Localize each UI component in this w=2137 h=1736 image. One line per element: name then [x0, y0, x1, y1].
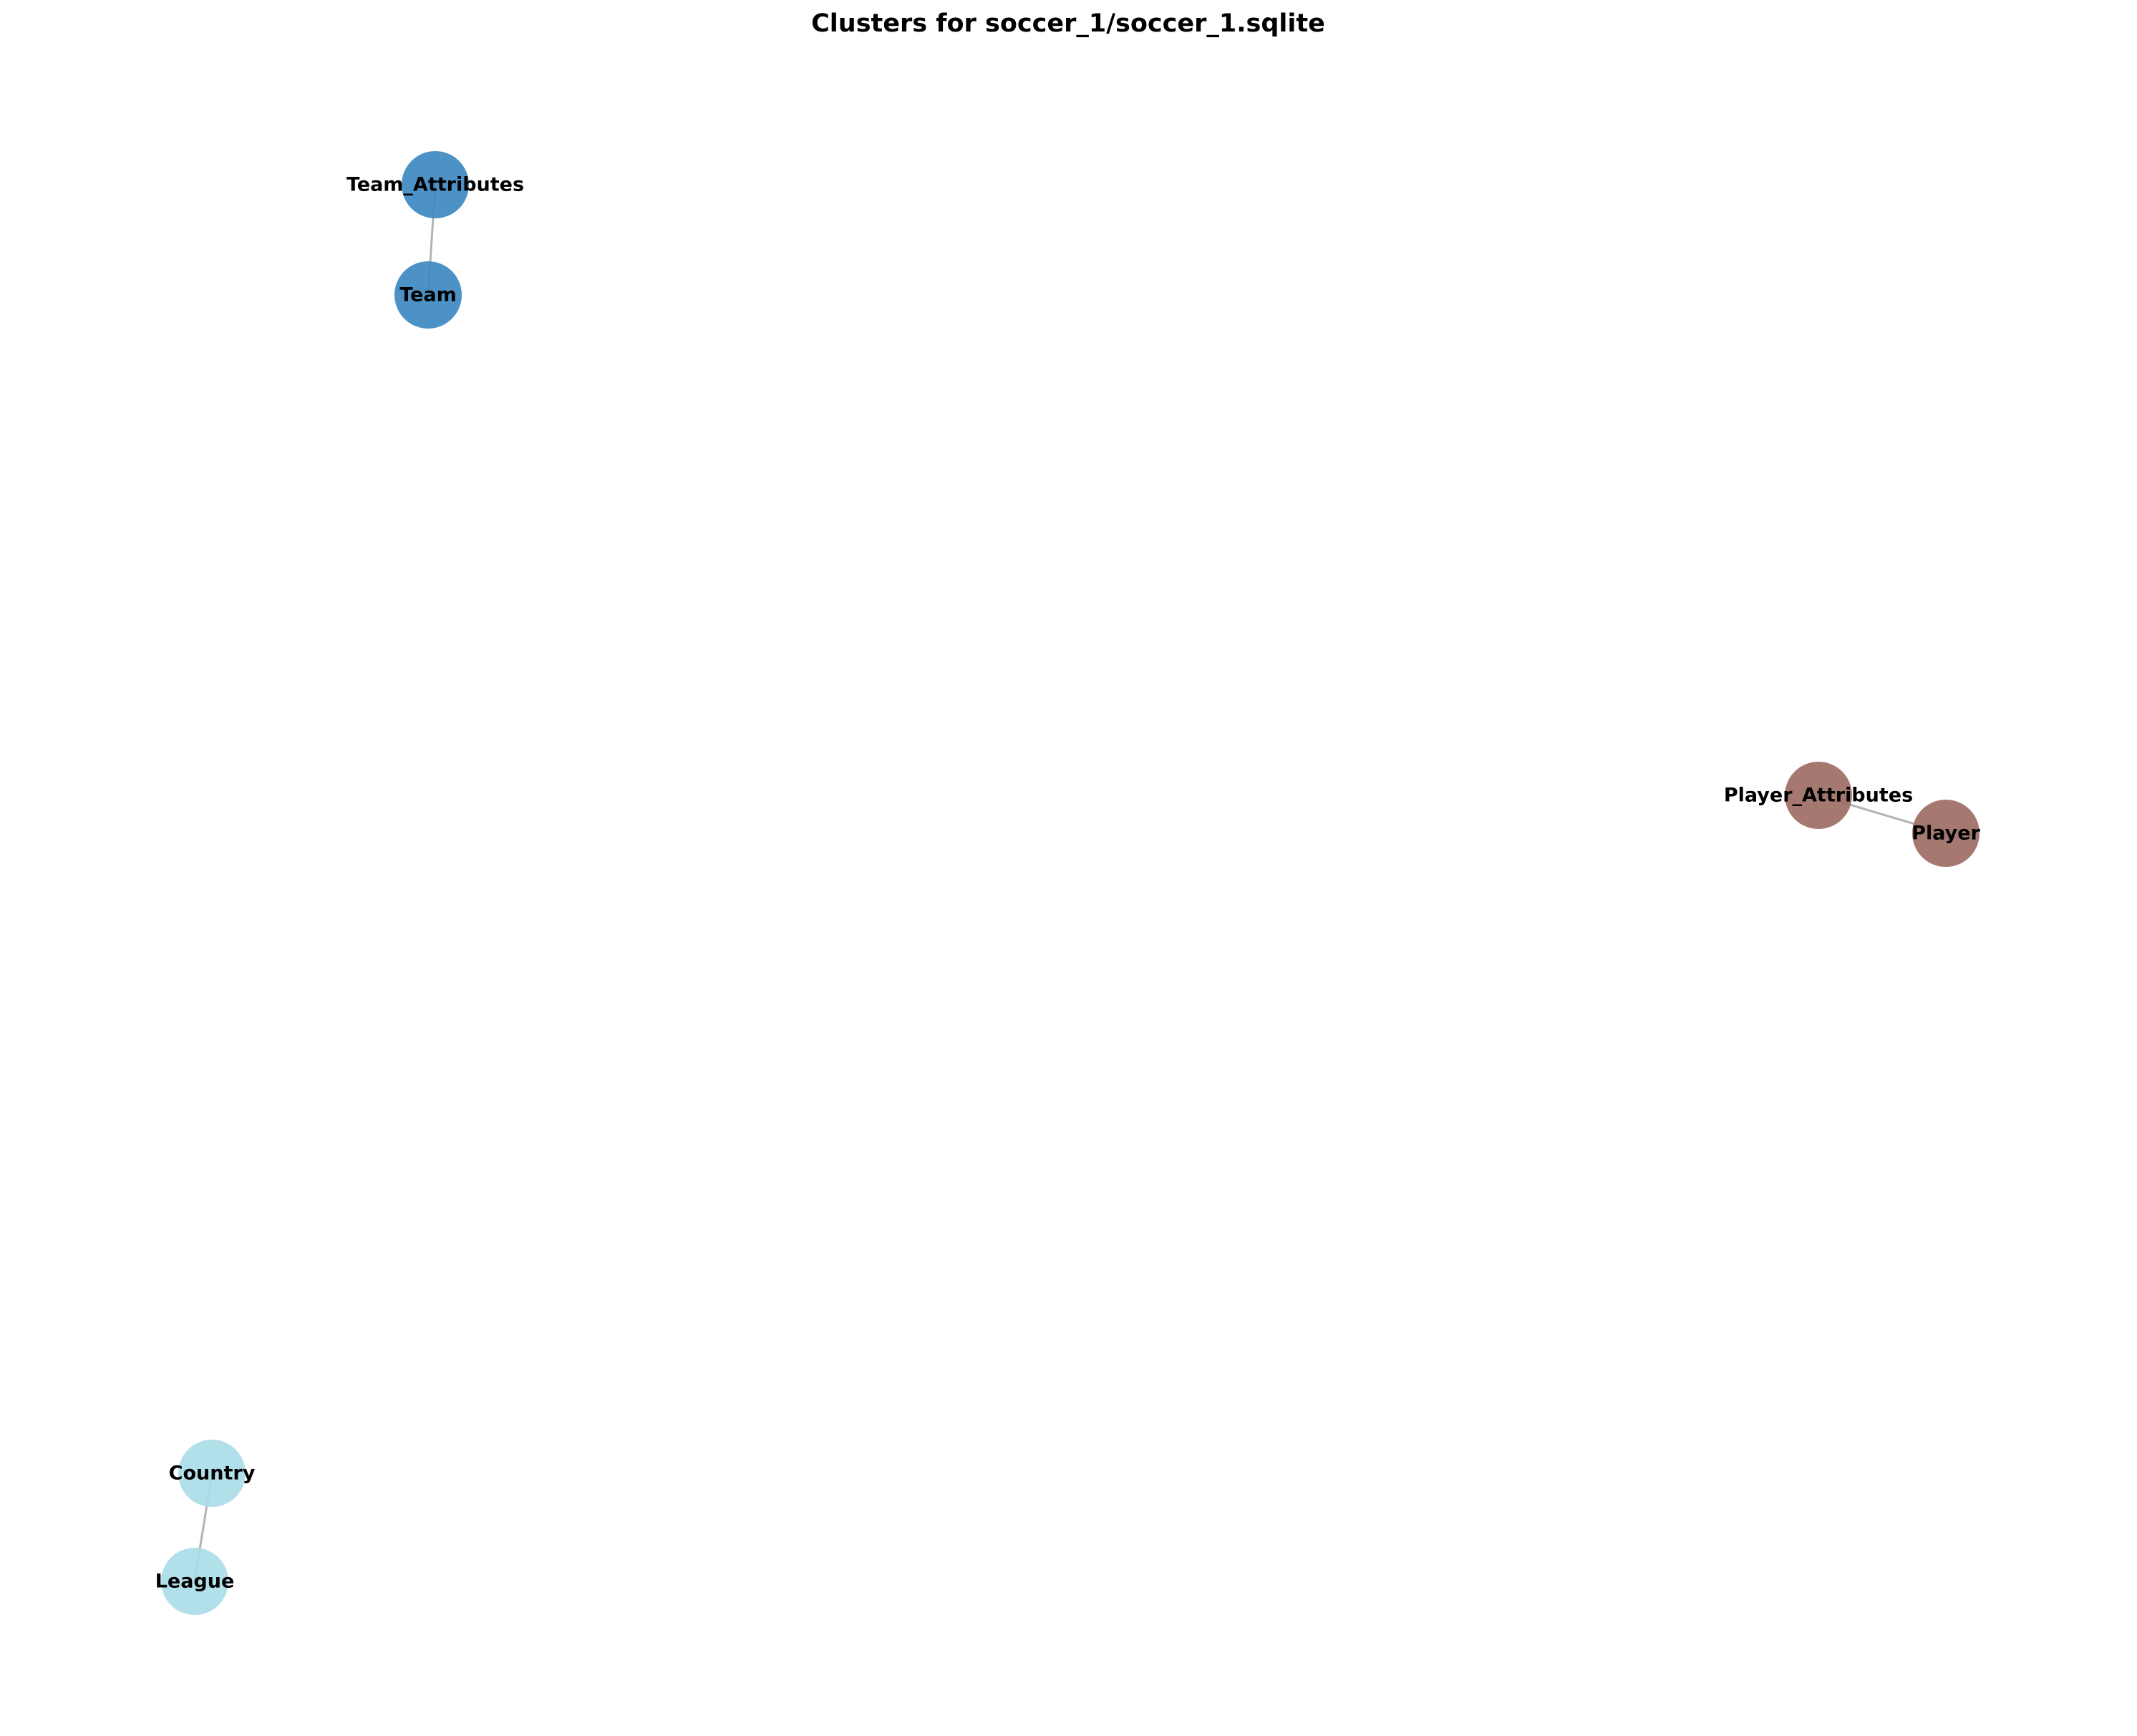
node-label-league: League	[155, 1571, 235, 1593]
figure-title: Clusters for soccer_1/soccer_1.sqlite	[811, 9, 1325, 38]
node-label-player: Player	[1911, 823, 1980, 845]
node-label-player_attributes: Player_Attributes	[1724, 785, 1913, 807]
node-label-team: Team	[399, 284, 457, 306]
node-player	[1912, 800, 1979, 867]
node-league	[161, 1548, 228, 1615]
nodes-layer: Team_AttributesTeamPlayer_AttributesPlay…	[155, 151, 1981, 1615]
node-player_attributes	[1785, 762, 1852, 829]
node-label-team_attributes: Team_Attributes	[347, 174, 524, 196]
node-team_attributes	[402, 151, 469, 218]
edges-layer	[193, 184, 1947, 1582]
node-team	[394, 261, 462, 329]
node-country	[178, 1440, 246, 1507]
node-label-country: Country	[169, 1463, 256, 1485]
